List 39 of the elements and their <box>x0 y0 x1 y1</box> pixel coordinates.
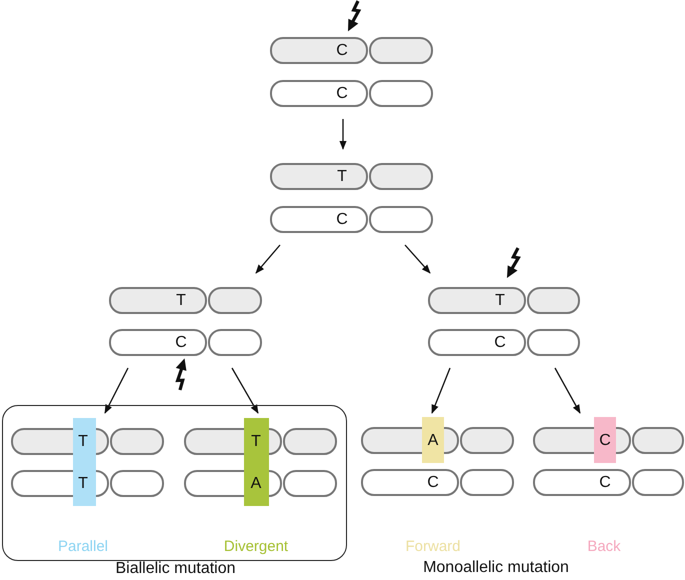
base-letter: C <box>493 333 507 353</box>
arrow <box>431 368 451 414</box>
mutation-type-label: Divergent <box>224 538 288 555</box>
arrow <box>255 244 280 274</box>
chromosome-long-arm <box>109 287 207 314</box>
base-letter: C <box>426 473 440 493</box>
chromosome-long-arm <box>428 329 526 356</box>
mutation-type-label: Parallel <box>58 538 108 555</box>
group-caption: Biallelic mutation <box>115 560 236 578</box>
base-letter: C <box>335 41 349 61</box>
base-letter: A <box>250 474 262 494</box>
base-letter: T <box>250 432 262 452</box>
chromosome-long-arm <box>270 37 368 64</box>
arrow <box>104 368 129 414</box>
base-letter: A <box>426 431 440 451</box>
base-letter: C <box>598 431 612 451</box>
base-letter: C <box>598 473 612 493</box>
base-letter: T <box>336 167 348 187</box>
chromosome-long-arm <box>270 163 368 190</box>
chromosome-long-arm <box>270 80 368 107</box>
base-letter: T <box>494 291 506 311</box>
mutation-type-label: Forward <box>406 538 460 555</box>
base-letter: T <box>77 432 89 452</box>
chromosome-long-arm <box>270 206 368 233</box>
chromosome-long-arm <box>533 469 631 496</box>
base-letter: T <box>77 474 89 494</box>
arrow <box>554 368 581 414</box>
base-letter: T <box>175 291 187 311</box>
base-letter: C <box>174 333 188 353</box>
base-letter: C <box>335 210 349 230</box>
arrow <box>404 244 431 274</box>
group-caption: Monoallelic mutation <box>423 559 569 577</box>
arrow <box>339 119 347 150</box>
arrow <box>231 368 259 414</box>
mutation-type-label: Back <box>587 538 621 555</box>
chromosome-long-arm <box>428 287 526 314</box>
chromosome-long-arm <box>109 329 207 356</box>
base-letter: C <box>335 84 349 104</box>
chromosome-long-arm <box>361 469 459 496</box>
